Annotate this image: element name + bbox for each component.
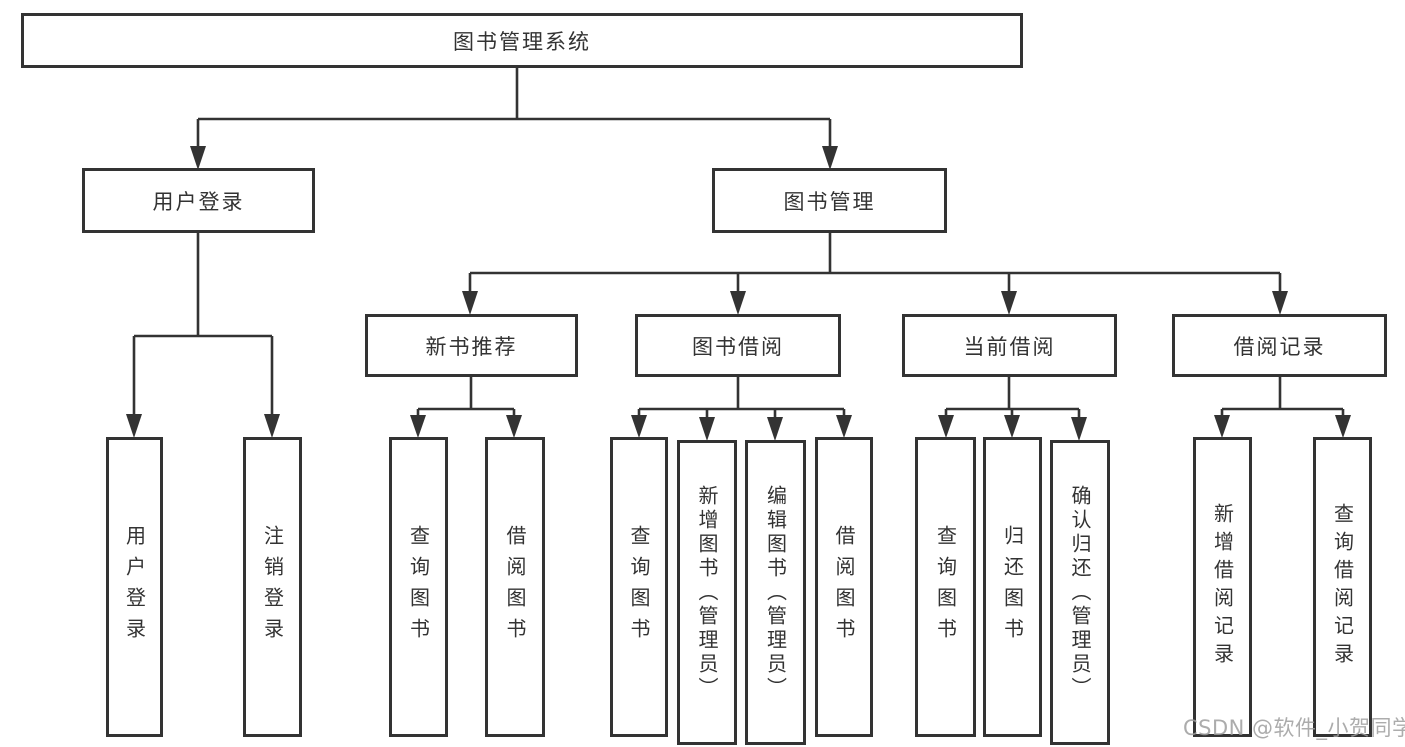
leaf-query-books-borrow: 查询图书 [610,437,668,737]
csdn-watermark: CSDN @软件_小贺同学 [1183,716,1405,740]
leaf-query-borrow-record: 查询借阅记录 [1313,437,1372,737]
leaf-return-book: 归还图书 [983,437,1042,737]
leaf-query-books-current: 查询图书 [915,437,976,737]
node-book-borrowing: 图书借阅 [635,314,841,377]
leaf-borrow-books: 借阅图书 [815,437,873,737]
leaf-query-books-recommend: 查询图书 [389,437,448,737]
leaf-add-borrow-record: 新增借阅记录 [1193,437,1252,737]
leaf-edit-book-admin: 编辑图书（管理员） [745,440,806,745]
leaf-confirm-return-admin: 确认归还（管理员） [1050,440,1110,745]
node-library-system: 图书管理系统 [21,13,1023,68]
node-borrow-records: 借阅记录 [1172,314,1387,377]
leaf-user-login: 用户登录 [106,437,163,737]
node-current-borrowing: 当前借阅 [902,314,1117,377]
leaf-borrow-books-recommend: 借阅图书 [485,437,545,737]
node-new-book-recommendation: 新书推荐 [365,314,578,377]
node-user-login: 用户登录 [82,168,315,233]
leaf-add-book-admin: 新增图书（管理员） [677,440,737,745]
node-book-management: 图书管理 [712,168,947,233]
leaf-logout: 注销登录 [243,437,302,737]
